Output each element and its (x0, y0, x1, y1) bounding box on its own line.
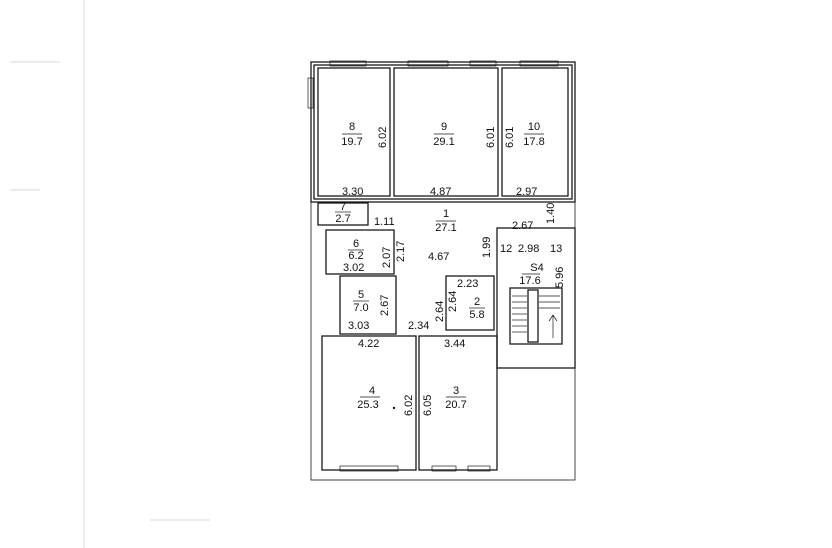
room-10-area: 17.8 (523, 136, 544, 148)
dim-2-34: 2.34 (408, 320, 429, 332)
room-2-area: 5.8 (469, 309, 484, 321)
dim-1-11: 1.11 (374, 216, 395, 228)
room-6-area: 6.2 (348, 250, 363, 262)
room-7-outline (317, 202, 369, 226)
dim-2-23: 2.23 (457, 278, 478, 290)
room-3-outline (418, 335, 498, 471)
room-7-area: 2.7 (335, 213, 350, 225)
dim-2-98: 2.98 (518, 243, 539, 255)
room-8-outline (317, 67, 391, 197)
room-3-number: 3 (453, 385, 459, 397)
dot-mark (392, 406, 396, 410)
room-10-number: 10 (528, 121, 540, 133)
dimension-labels: 6.02 6.01 6.01 3.30 4.87 2.97 1.11 2.67 … (342, 127, 566, 416)
room-2-outline (445, 275, 495, 331)
room-labels: 8 19.7 9 29.1 10 17.8 7 2.7 1 27.1 6 6.2… (335, 121, 545, 411)
dim-3-44: 3.44 (444, 338, 465, 350)
room-s4-area: 17.6 (519, 275, 540, 287)
room-1-number: 1 (443, 208, 449, 220)
dim-6-01-b: 6.01 (504, 127, 516, 148)
dim-6-02-top: 6.02 (377, 127, 389, 148)
room-1-area: 27.1 (435, 222, 456, 234)
dim-6-05: 6.05 (422, 395, 434, 416)
dim-4-22: 4.22 (358, 338, 379, 350)
dim-2-67-mid: 2.67 (379, 295, 391, 316)
room-s4-number: S4 (530, 262, 543, 274)
dim-12: 12 (500, 243, 512, 255)
room-9-number: 9 (441, 121, 447, 133)
dim-4-87: 4.87 (430, 186, 451, 198)
room-2-number: 2 (474, 296, 480, 308)
dim-2-97: 2.97 (516, 186, 537, 198)
dim-2-64-b: 2.64 (447, 291, 459, 312)
room-9-area: 29.1 (433, 136, 454, 148)
window-marks (307, 60, 559, 472)
dim-3-30: 3.30 (342, 186, 363, 198)
dim-2-17: 2.17 (395, 241, 407, 262)
room-5-number: 5 (358, 289, 364, 301)
dim-1-99: 1.99 (481, 237, 493, 258)
outer-walls (310, 61, 576, 481)
dim-2-64-a: 2.64 (434, 301, 446, 322)
dim-6-01-a: 6.01 (485, 127, 497, 148)
room-4-number: 4 (369, 385, 375, 397)
room-7-number: 7 (340, 201, 346, 213)
room-10-outline (501, 67, 569, 197)
room-8-area: 19.7 (341, 136, 362, 148)
dim-2-07: 2.07 (381, 247, 393, 268)
room-8-number: 8 (349, 121, 355, 133)
room-3-area: 20.7 (445, 399, 466, 411)
room-9-outline (393, 67, 499, 197)
scan-edge (10, 0, 210, 548)
room-6-outline (325, 229, 395, 275)
dim-1-40: 1.40 (545, 203, 557, 224)
room-5-outline (339, 275, 397, 335)
room-4-area: 25.3 (357, 399, 378, 411)
dim-3-02: 3.02 (343, 262, 364, 274)
dim-6-02-bottom: 6.02 (403, 395, 415, 416)
room-6-number: 6 (353, 238, 359, 250)
dim-2-67-top: 2.67 (512, 220, 533, 232)
dim-5-96: 5.96 (554, 267, 566, 288)
dim-4-67: 4.67 (428, 251, 449, 263)
dim-13: 13 (550, 243, 562, 255)
dim-3-03: 3.03 (348, 320, 369, 332)
stair (509, 287, 563, 345)
room-4-outline (321, 335, 417, 471)
room-5-area: 7.0 (353, 302, 368, 314)
